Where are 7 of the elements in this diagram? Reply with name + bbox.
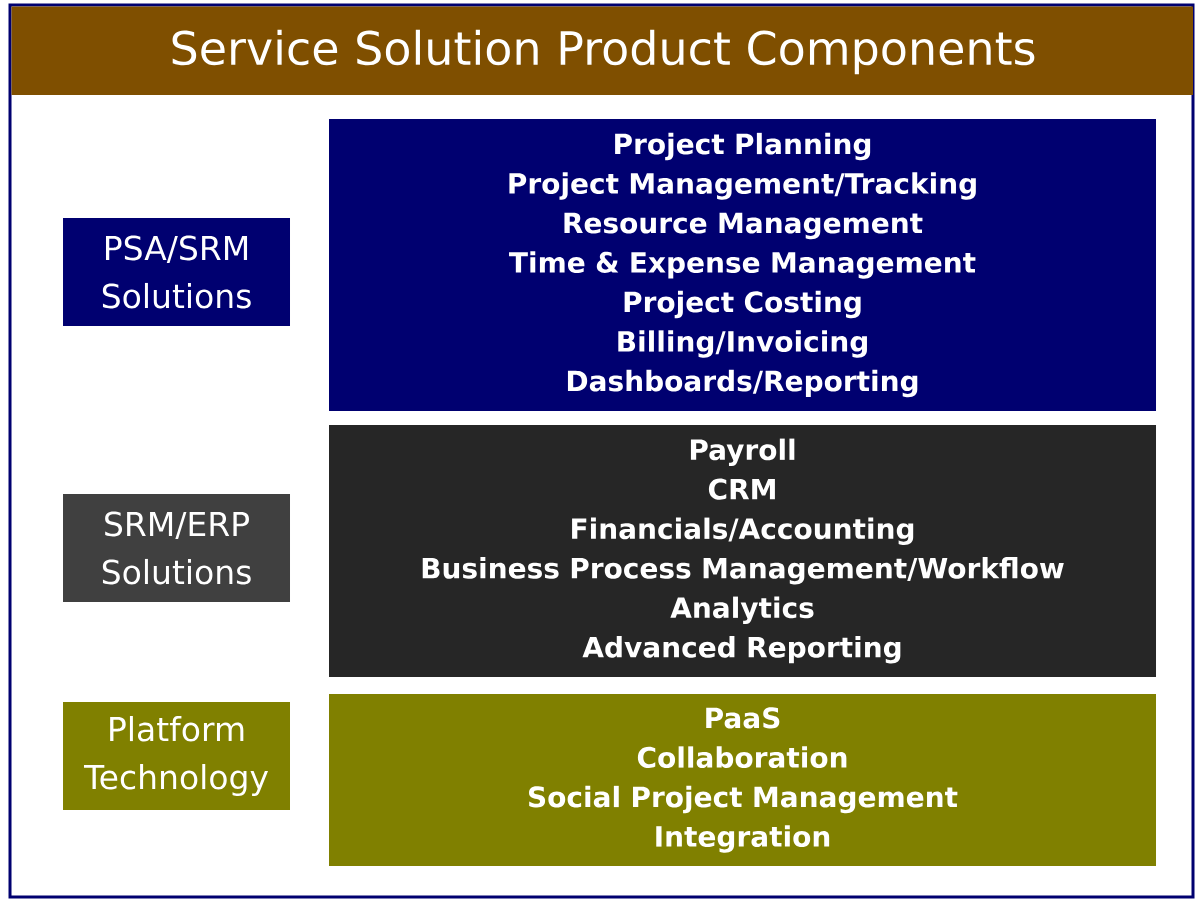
component-box: PaaS Collaboration Social Project Management Integration bbox=[329, 694, 1156, 866]
category-box: Platform Technology bbox=[63, 702, 290, 810]
title: Service Solution Product Components bbox=[172, 29, 1035, 75]
category-box: SRM/ERP Solutions bbox=[63, 494, 290, 602]
component-box: Payroll CRM Financials/Accounting Business Process Management/Workflow Analytics Advanced Reporting bbox=[329, 425, 1156, 677]
category-box: PSA/SRM Solutions bbox=[63, 218, 290, 326]
component-box: Project Planning Project Management/Tracking Resource Management Time & Expense Management Project Costing Billing/Invoicing Dashboards/Reporting bbox=[329, 119, 1156, 411]
